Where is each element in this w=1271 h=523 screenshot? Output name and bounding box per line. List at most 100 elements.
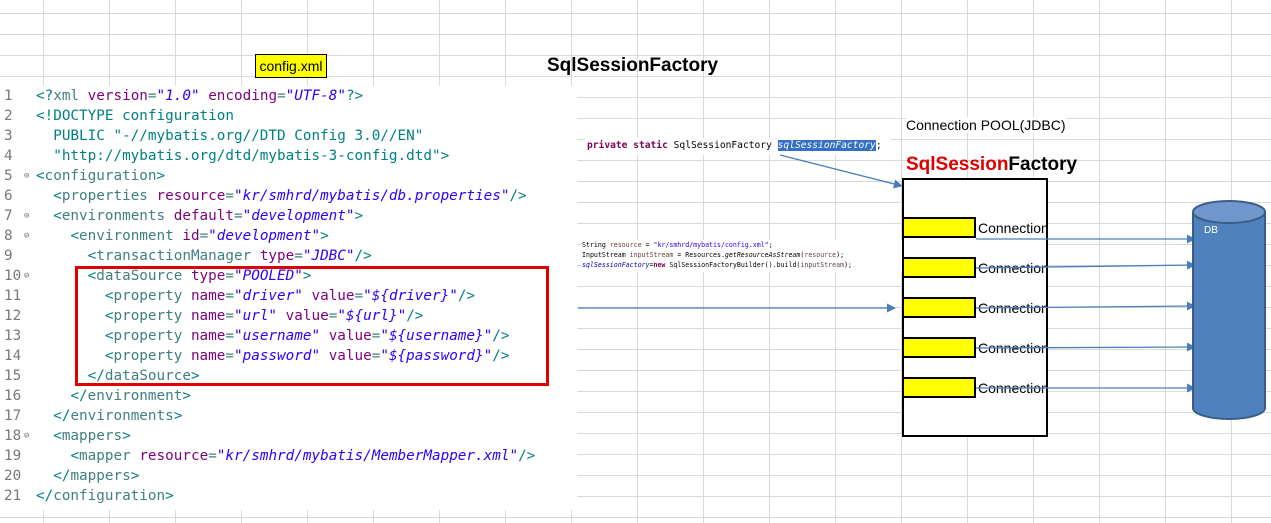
- code-token: name: [190, 328, 226, 344]
- code-token: transactionManager: [96, 248, 260, 264]
- line-text: <property name="driver" value="${driver}…: [36, 286, 475, 306]
- code-line: 8⊖ <environment id="development">: [0, 226, 577, 246]
- code-token: >: [190, 368, 200, 384]
- code-line: 14 <property name="password" value="${pa…: [0, 346, 577, 366]
- code-token: property: [113, 328, 191, 344]
- line-number: 11: [4, 288, 22, 304]
- line-text: <environments default="development">: [36, 206, 363, 226]
- fold-icon[interactable]: ⊖: [24, 431, 30, 441]
- java-line-3: sqlSessionFactory=new SqlSessionFactoryB…: [582, 261, 853, 269]
- db-label: DB: [1204, 225, 1218, 236]
- code-token: />: [354, 248, 372, 264]
- code-token: </: [53, 468, 71, 484]
- code-line: 20 </mappers>: [0, 466, 577, 486]
- code-token: </: [70, 388, 88, 404]
- fold-icon[interactable]: ⊖: [24, 271, 30, 281]
- code-token: =: [371, 348, 381, 364]
- line-text: <transactionManager type="JDBC"/>: [36, 246, 372, 266]
- line-number: 4: [4, 148, 13, 164]
- code-token: mappers: [61, 428, 123, 444]
- code-token: =: [371, 328, 381, 344]
- code-line: 19 <mapper resource="kr/smhrd/mybatis/Me…: [0, 446, 577, 466]
- pool-title-red: SqlSession: [906, 154, 1009, 175]
- field-name: sqlSessionFactory: [777, 140, 876, 151]
- code-token: =: [354, 288, 364, 304]
- arrow-connection-2: [975, 260, 1196, 270]
- code-token: <: [36, 168, 45, 184]
- line-text: <property name="username" value="${usern…: [36, 326, 510, 346]
- code-token: =: [234, 208, 243, 224]
- fold-icon[interactable]: ⊖: [24, 231, 30, 241]
- line-text: <properties resource="kr/smhrd/mybatis/d…: [36, 186, 527, 206]
- code-line: 3 PUBLIC "-//mybatis.org//DTD Config 3.0…: [0, 126, 577, 146]
- code-token: default: [173, 208, 234, 224]
- code-token: "password": [234, 348, 321, 364]
- connection-slot-3: [902, 297, 976, 318]
- line-text: </environments>: [36, 406, 182, 426]
- code-line: 5⊖<configuration>: [0, 166, 577, 186]
- arrow-connection-3: [975, 301, 1196, 311]
- code-token: "url": [234, 308, 278, 324]
- java-snippet: String resource = "kr/smhrd/mybatis/conf…: [582, 240, 902, 272]
- code-token: />: [509, 188, 527, 204]
- code-token: mappers: [70, 468, 131, 484]
- code-token: type: [190, 268, 226, 284]
- line-number: 21: [4, 488, 22, 504]
- code-token: =: [225, 328, 234, 344]
- code-token: />: [492, 328, 510, 344]
- field-type: SqlSessionFactory: [667, 140, 778, 151]
- code-token: =: [225, 308, 234, 324]
- line-text: </dataSource>: [36, 366, 200, 386]
- code-token: "development": [242, 208, 355, 224]
- code-token: encoding: [208, 88, 278, 104]
- line-number: 20: [4, 468, 22, 484]
- code-token: <!: [36, 108, 54, 124]
- db-cylinder: [1192, 200, 1266, 420]
- field-end: ;: [875, 140, 882, 151]
- code-line: 6 <properties resource="kr/smhrd/mybatis…: [0, 186, 577, 206]
- code-token: resource: [139, 448, 209, 464]
- code-token: >: [320, 228, 329, 244]
- line-text: <dataSource type="POOLED">: [36, 266, 312, 286]
- code-token: =: [208, 448, 217, 464]
- code-token: environments: [61, 208, 174, 224]
- line-text: <mapper resource="kr/smhrd/mybatis/Membe…: [36, 446, 535, 466]
- connection-slot-1: [902, 217, 976, 238]
- fold-icon[interactable]: ⊖: [24, 211, 30, 221]
- line-text: PUBLIC "-//mybatis.org//DTD Config 3.0//…: [36, 126, 423, 146]
- code-token: <: [104, 288, 114, 304]
- code-token: <: [70, 228, 80, 244]
- connection-pool-label: Connection POOL(JDBC): [906, 117, 1066, 133]
- line-number: 18: [4, 428, 22, 444]
- xml-code-block: 1<?xml version="1.0" encoding="UTF-8"?>2…: [0, 86, 577, 510]
- code-token: <: [87, 248, 97, 264]
- code-line: 16 </environment>: [0, 386, 577, 406]
- code-line: 17 </environments>: [0, 406, 577, 426]
- config-xml-label: config.xml: [255, 54, 327, 78]
- line-text: <environment id="development">: [36, 226, 329, 246]
- arrow-connection-4: [975, 342, 1196, 352]
- code-token: name: [190, 348, 226, 364]
- code-token: value: [311, 288, 355, 304]
- code-token: type: [259, 248, 295, 264]
- line-text: <property name="url" value="${url}"/>: [36, 306, 424, 326]
- fold-icon[interactable]: ⊖: [24, 171, 30, 181]
- code-line: 10⊖ <dataSource type="POOLED">: [0, 266, 577, 286]
- code-token: >: [122, 428, 131, 444]
- code-line: 7 ⊖ <environments default="development">: [0, 206, 577, 226]
- code-token: =: [225, 288, 234, 304]
- line-text: <mappers>: [36, 426, 131, 446]
- field-declaration: private static SqlSessionFactory sqlSess…: [585, 138, 891, 155]
- line-number: 7: [4, 208, 13, 224]
- code-token: "username": [234, 328, 321, 344]
- code-token: "1.0": [156, 88, 200, 104]
- pool-factory-title: SqlSessionFactory: [906, 154, 1077, 176]
- line-text: <configuration>: [36, 166, 165, 186]
- line-number: 14: [4, 348, 22, 364]
- code-token: <: [104, 308, 114, 324]
- code-token: </: [53, 408, 71, 424]
- code-token: </: [36, 488, 54, 504]
- line-number: 9: [4, 248, 13, 264]
- line-text: </environment>: [36, 386, 191, 406]
- code-token: =: [277, 88, 286, 104]
